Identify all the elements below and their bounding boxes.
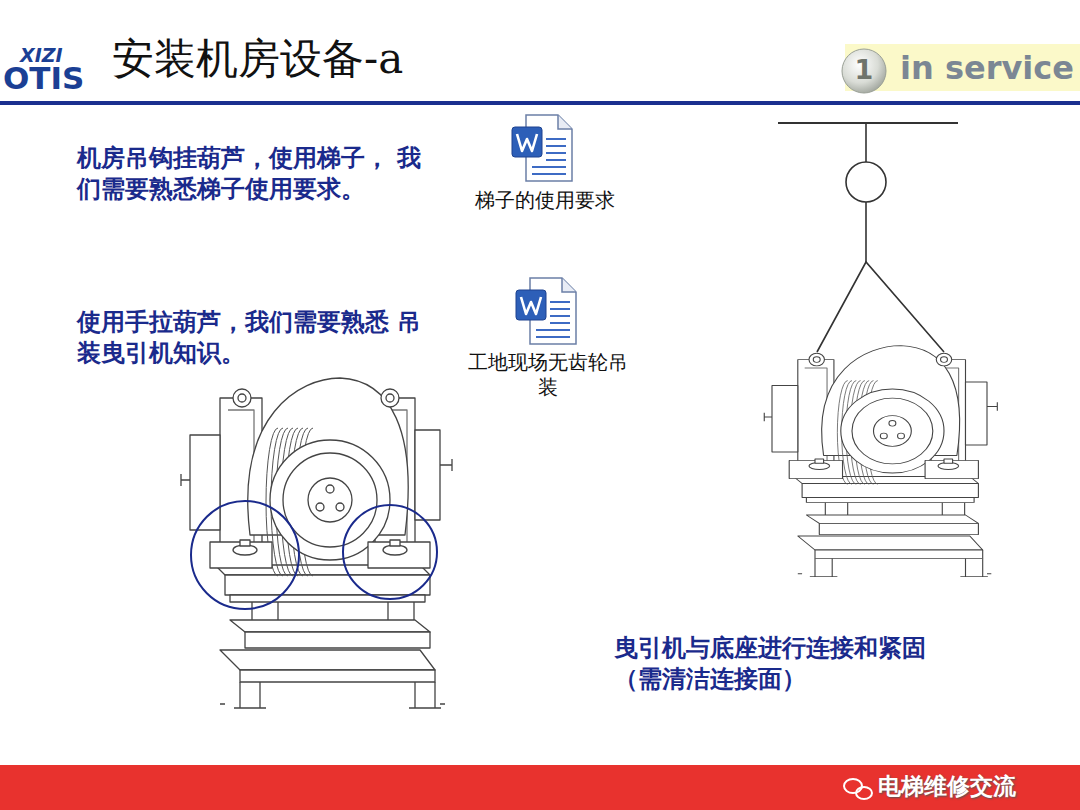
hoist-rigging [865,123,867,162]
word-document-icon [512,115,572,181]
highlight-circle [343,505,437,599]
hoist-rigging [817,262,944,352]
wechat-icon [844,779,862,793]
highlight-circle [191,501,299,609]
traction-machine-drawing [181,378,452,708]
badge-number: 1 [854,54,874,86]
traction-machine-drawing [764,346,997,577]
badge-circle [842,49,886,93]
hoist-rigging [865,202,867,262]
icon-caption: 梯子的使用要求 [455,188,635,212]
wechat-icon [856,787,872,799]
logo-text: OTIS [3,60,84,97]
watermark: 电梯维修交流 [878,773,1016,801]
note-text: 机房吊钩挂葫芦，使用梯子， 我们需要熟悉梯子使用要求。 [77,143,422,205]
caption-text: 曳引机与底座进行连接和紧固 （需清洁连接面） [614,633,974,695]
badge-text: in service [900,49,1074,87]
slide-title: 安装机房设备-a [112,34,403,84]
hoist-rigging [778,122,958,124]
icon-caption: 工地现场无齿轮吊 装 [460,350,636,400]
note-text: 使用手拉葫芦，我们需要熟悉 吊装曳引机知识。 [77,307,422,369]
footer-bar [0,765,1080,810]
hoist-rigging [778,123,958,352]
header-rule [0,101,1080,105]
word-document-icon [516,278,576,344]
hoist-rigging [846,162,886,202]
wechat-icon [844,779,872,799]
